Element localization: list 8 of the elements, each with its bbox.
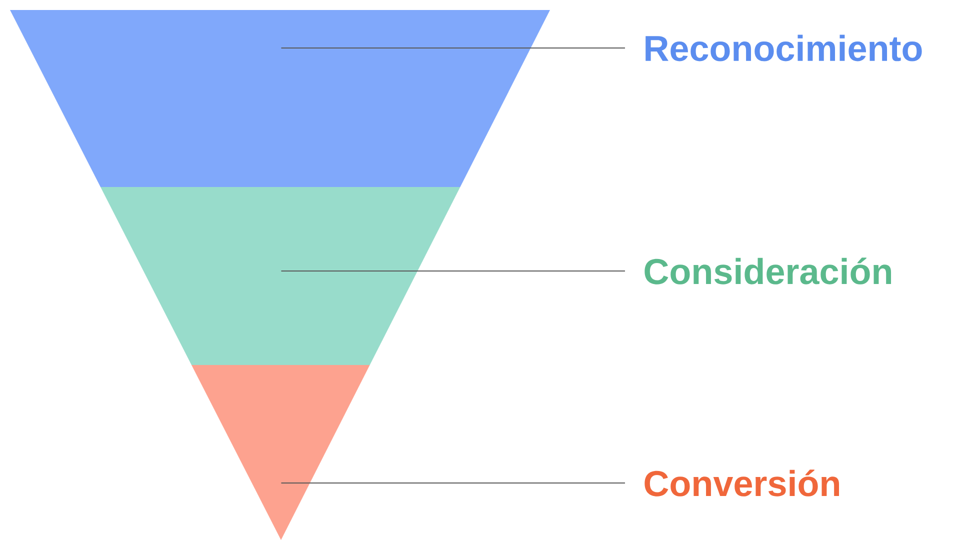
stage-label: Conversión	[644, 470, 839, 496]
funnel-band	[100, 186, 460, 365]
leader-line	[280, 482, 626, 484]
funnel-tip	[192, 365, 370, 540]
stage-label: Consideración	[644, 258, 892, 284]
leader-line	[280, 270, 626, 272]
funnel-band	[10, 10, 550, 187]
stage-label: Reconocimiento	[646, 34, 922, 62]
